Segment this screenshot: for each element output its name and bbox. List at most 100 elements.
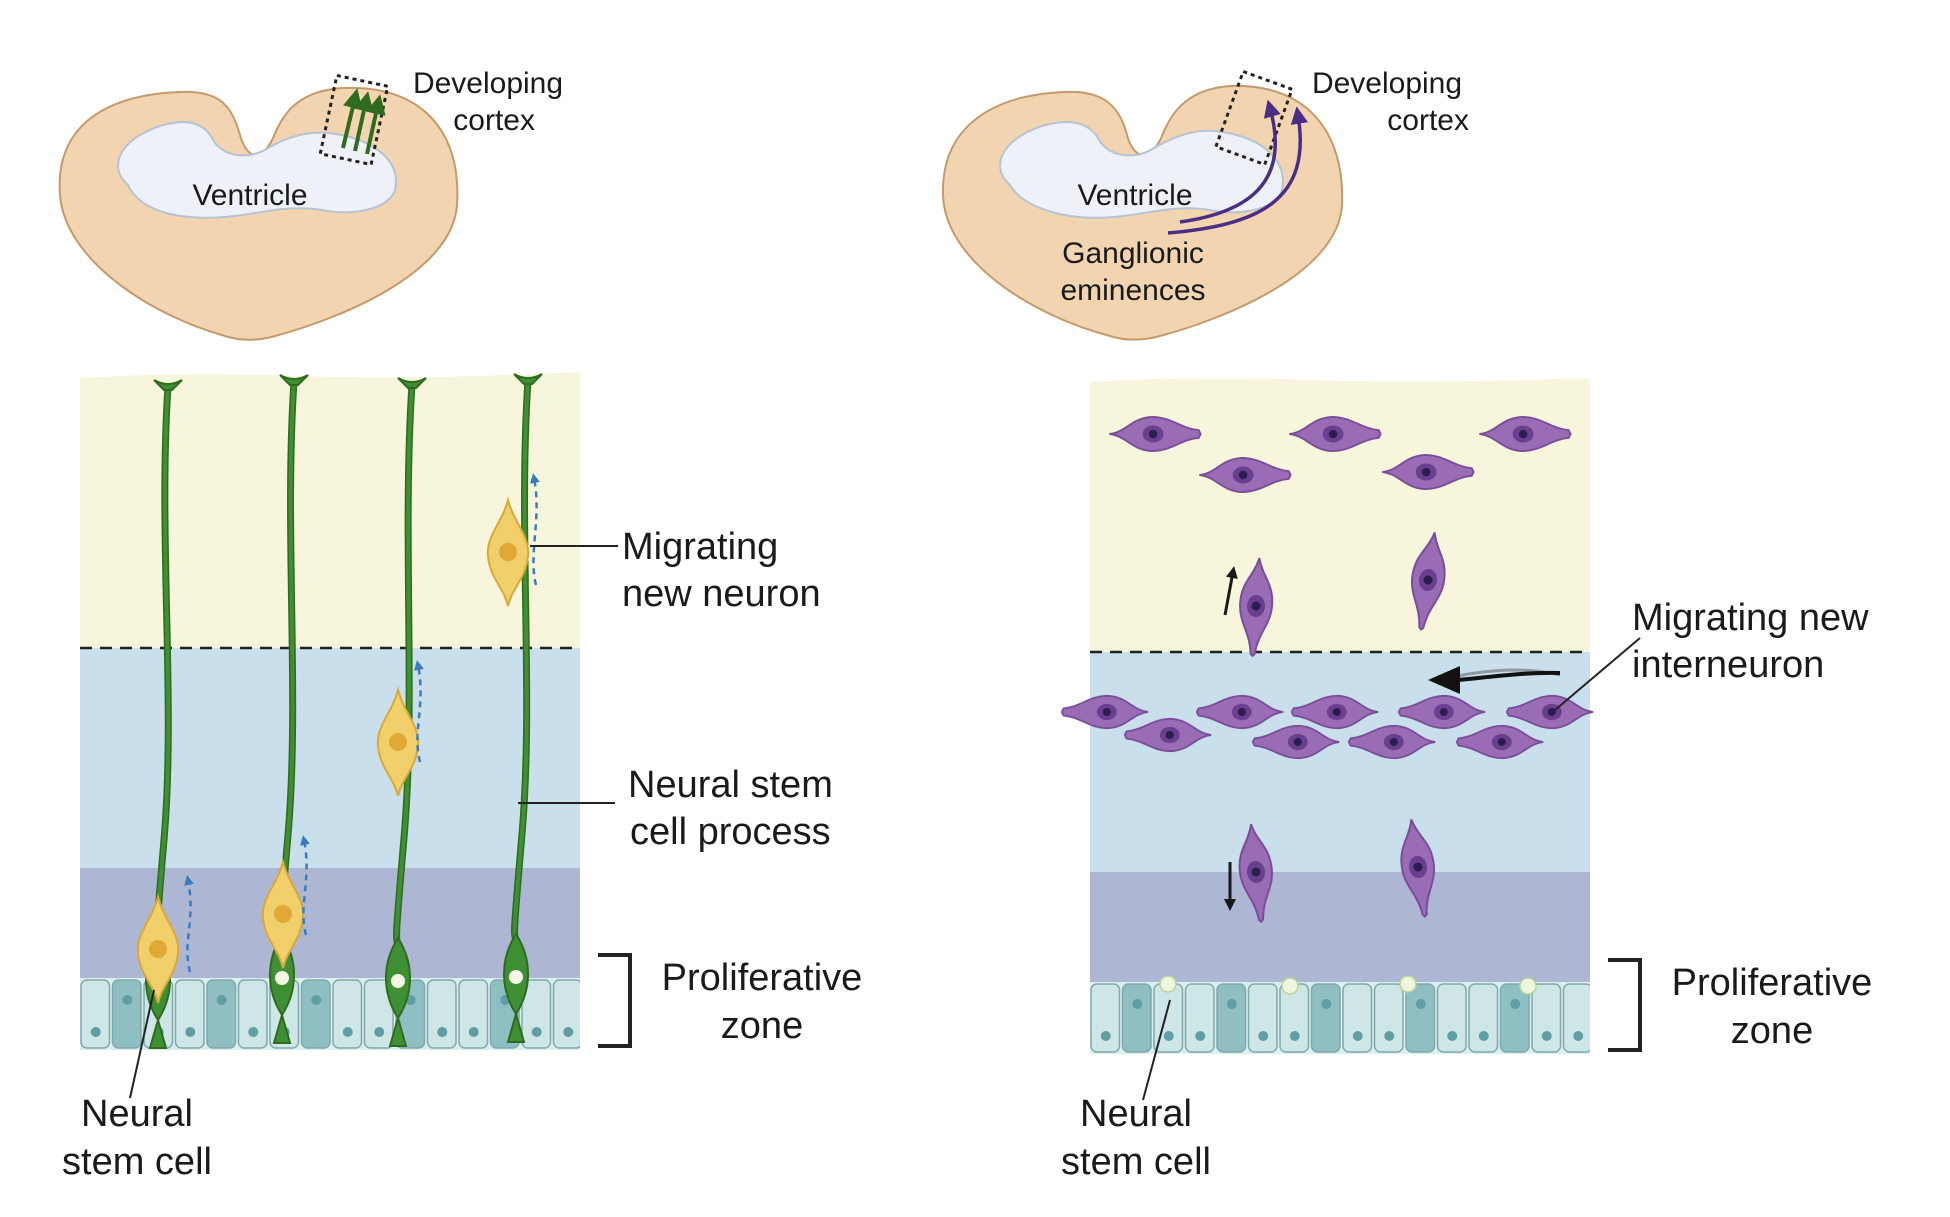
cell-nucleus (1415, 999, 1426, 1009)
interneuron-nucleus (1413, 862, 1423, 872)
proliferative-cell (80, 979, 111, 1049)
cell-nucleus (468, 1027, 479, 1037)
cell-nucleus (1163, 1031, 1174, 1041)
right-interneurons (1060, 415, 1594, 995)
right-cortex-label-2: cortex (1387, 104, 1469, 137)
interneuron-nucleus (1518, 429, 1528, 439)
right-ventricle (999, 121, 1284, 219)
right-tangential-body (1457, 670, 1561, 682)
left-brain-section: Ventricle Developing cortex (58, 67, 563, 341)
proliferative-cell (363, 979, 394, 1049)
interneuron-horizontal (1195, 694, 1284, 730)
left-nsc-label-1: Neural (81, 1093, 193, 1135)
interneuron-nucleus (1238, 470, 1248, 480)
radial-glia-foot (148, 1016, 168, 1049)
cell-nucleus (185, 1027, 196, 1037)
migration-dashed-arrow (300, 835, 310, 936)
interneuron-horizontal (1199, 456, 1292, 494)
interneuron-nucleus (1497, 737, 1506, 747)
interneuron-vertical (1239, 557, 1274, 658)
radial-glia-nucleus (509, 970, 523, 984)
interneuron-nucleus (1389, 737, 1398, 747)
interneuron-nucleus (1328, 429, 1338, 439)
interneuron-vertical (1410, 532, 1446, 631)
proliferative-cell (1562, 983, 1590, 1053)
left-upper-zone (80, 372, 580, 648)
cell-nucleus (1258, 1031, 1269, 1041)
stem-cell-nucleus (1399, 975, 1417, 993)
interneuron-horizontal (1455, 724, 1544, 760)
interneuron-horizontal (1060, 694, 1149, 730)
proliferative-cell (1279, 983, 1310, 1053)
proliferative-cell (300, 979, 331, 1049)
interneuron-horizontal (1505, 694, 1594, 730)
right-prolif-label-1: Proliferative (1672, 962, 1873, 1004)
proliferative-cell (1531, 983, 1562, 1053)
stem-cell-nucleus (1519, 977, 1537, 995)
interneuron-vertical (1238, 823, 1273, 924)
cell-nucleus (1541, 1031, 1552, 1041)
radial-glia-endfoot (279, 374, 309, 386)
right-migrating-pointer (1554, 637, 1641, 711)
proliferative-cell (1310, 983, 1341, 1053)
proliferative-cell (1342, 983, 1373, 1053)
cell-nucleus (216, 995, 227, 1005)
left-cortex-label-1: Developing (413, 67, 563, 100)
left-cortex-box (318, 73, 390, 167)
right-prolif-label-2: zone (1731, 1010, 1813, 1052)
right-middle-zone (1090, 652, 1590, 872)
cell-nucleus (531, 1027, 542, 1037)
interneuron-nucleus (1293, 737, 1302, 747)
cell-nucleus (374, 1027, 385, 1037)
interneuron-nucleus (1547, 707, 1556, 717)
right-nsc-pointer (1142, 999, 1171, 1101)
cell-nucleus (437, 1027, 448, 1037)
migrating-neuron-nucleus (149, 940, 167, 958)
left-nsc-label-2: stem cell (62, 1141, 212, 1183)
interneuron-horizontal (1109, 415, 1202, 453)
interneuron-nucleus (1421, 467, 1431, 477)
interneuron-horizontal (1123, 717, 1212, 753)
migration-dashed-arrow (184, 875, 194, 973)
interneuron-nucleus (1148, 429, 1158, 439)
radial-glia-endfoot (397, 377, 427, 389)
left-ventricle-label: Ventricle (192, 179, 307, 212)
interneuron-nucleus (1251, 867, 1261, 877)
interneuron-horizontal (1382, 453, 1475, 491)
proliferative-cell (426, 979, 457, 1049)
cell-nucleus (1573, 1031, 1584, 1041)
cell-nucleus (1100, 1031, 1111, 1041)
left-prolif-label-2: zone (721, 1005, 803, 1047)
right-ge-label-2: eminences (1060, 274, 1205, 307)
radial-glia-foot (388, 1014, 408, 1047)
interneuron-horizontal (1397, 694, 1486, 730)
right-migrating-label-2: interneuron (1632, 644, 1824, 686)
proliferative-cell (1499, 983, 1530, 1053)
right-ventricle-label: Ventricle (1077, 179, 1192, 212)
cell-nucleus (1384, 1031, 1395, 1041)
interneuron-horizontal (1290, 694, 1379, 730)
interneuron-nucleus (1332, 707, 1341, 717)
left-process-label-1: Neural stem (628, 764, 833, 806)
migrating-neuron-nucleus (389, 733, 407, 751)
cell-nucleus (1226, 999, 1237, 1009)
radial-glia-foot (506, 1010, 526, 1043)
left-middle-zone (80, 648, 580, 868)
right-nsc-label-1: Neural (1080, 1093, 1192, 1135)
cell-nucleus (248, 1027, 259, 1037)
cell-nucleus (1195, 1031, 1206, 1041)
proliferative-cell (206, 979, 237, 1049)
cell-nucleus (1132, 999, 1143, 1009)
stem-cell-nucleus (1159, 975, 1177, 993)
proliferative-cell (111, 979, 142, 1049)
interneuron-nucleus (1251, 601, 1261, 611)
interneuron-nucleus (1237, 707, 1246, 717)
proliferative-cell (1436, 983, 1467, 1053)
interneuron-nucleus (1423, 575, 1433, 585)
migrating-neuron-nucleus (274, 905, 292, 923)
right-migrating-label-1: Migrating new (1632, 597, 1869, 639)
proliferative-cell (237, 979, 268, 1049)
proliferative-cell (1468, 983, 1499, 1053)
interneuron-nucleus (1102, 707, 1111, 717)
